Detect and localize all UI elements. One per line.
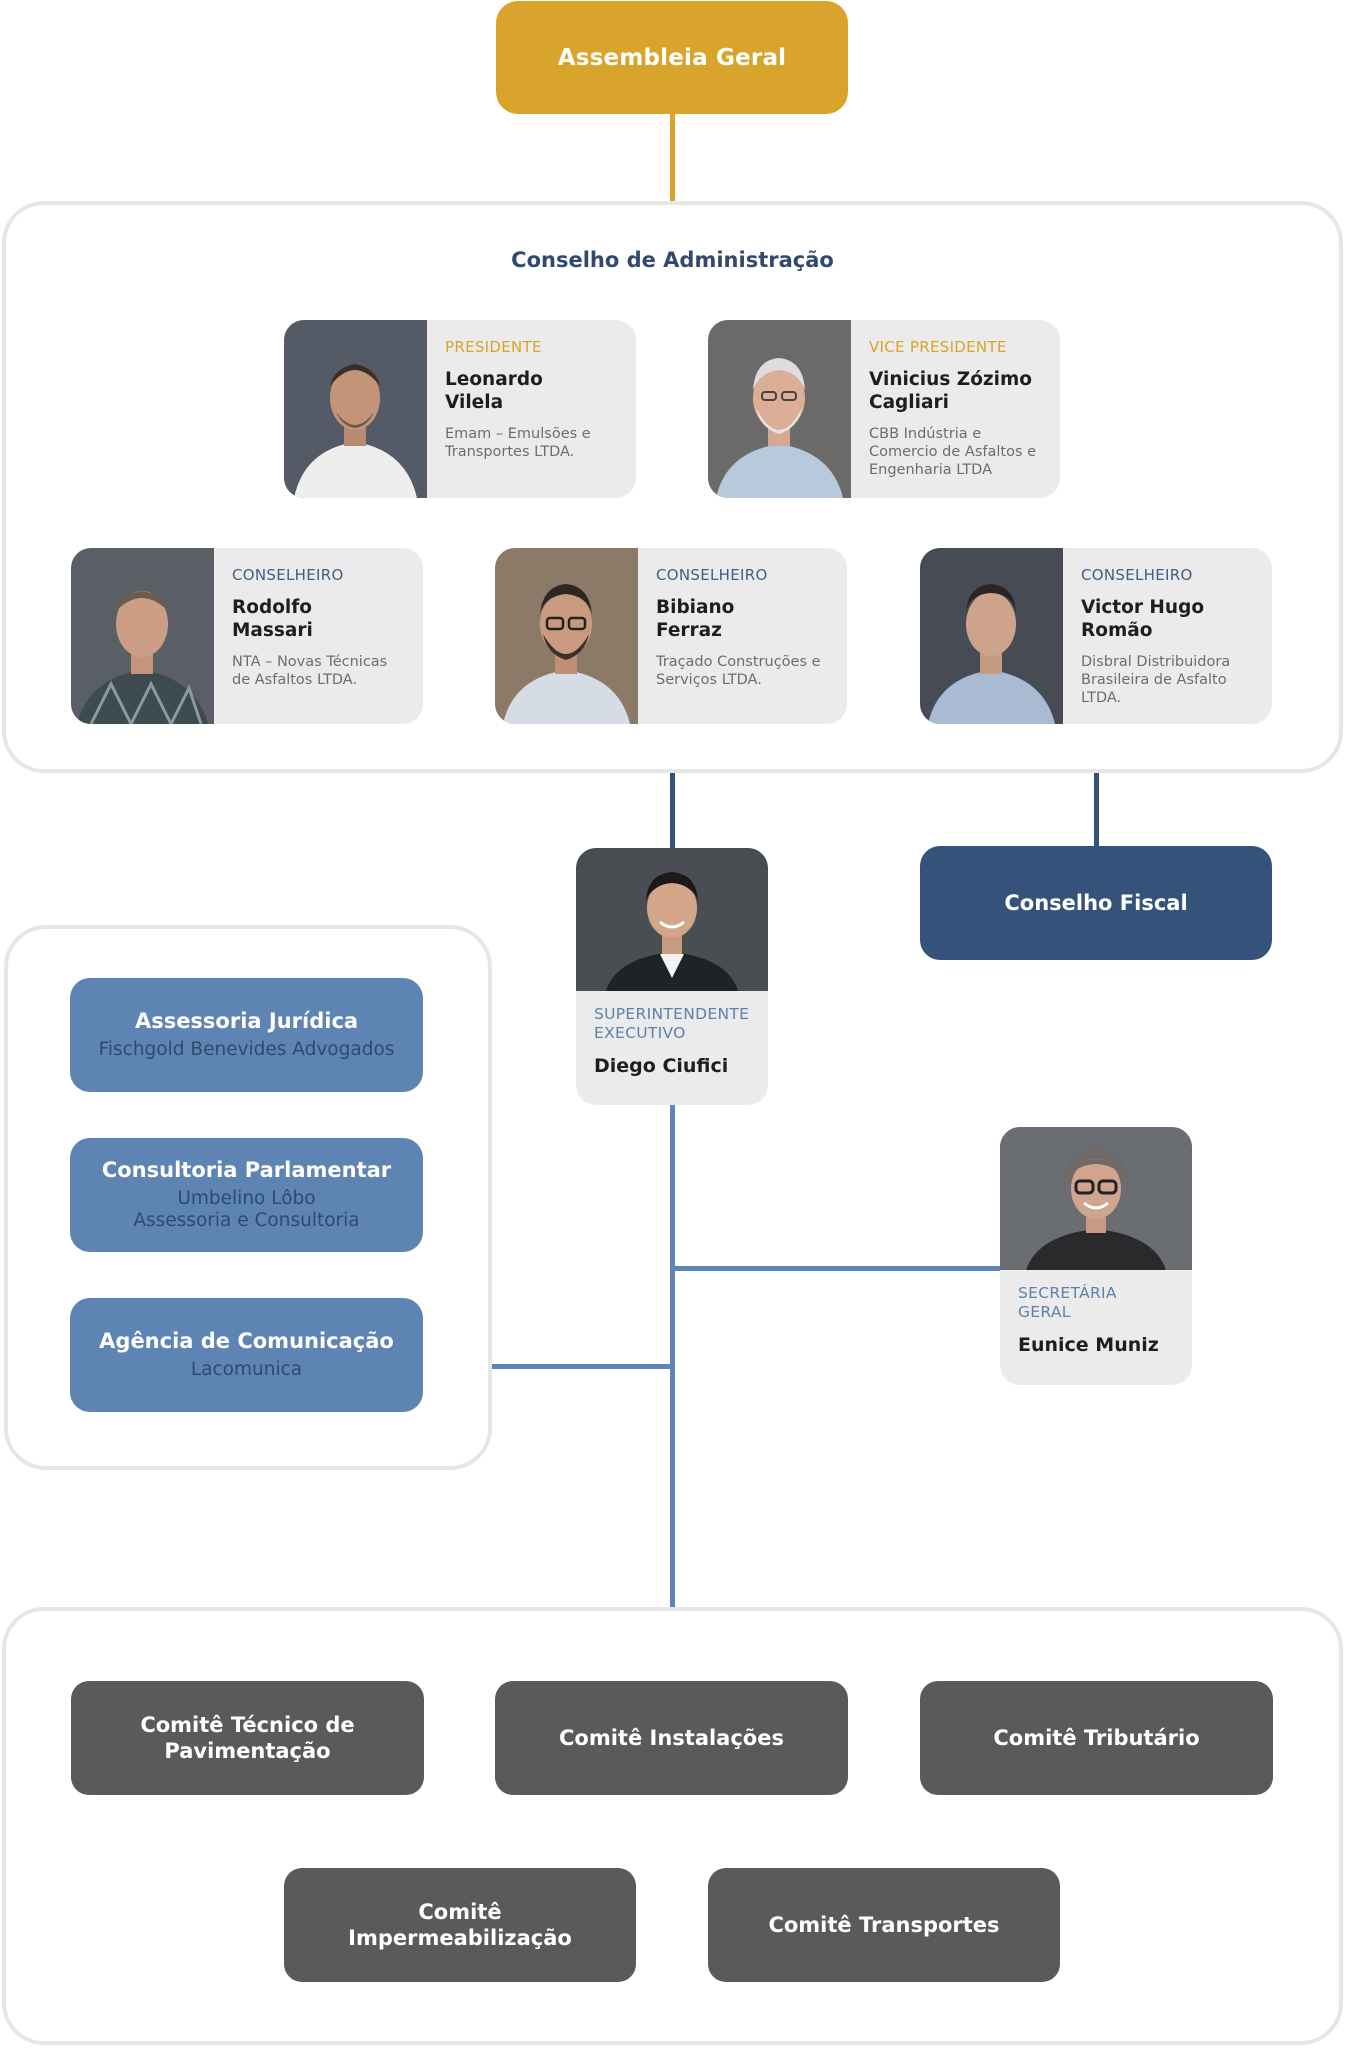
member-role: CONSELHEIRO: [656, 566, 768, 584]
committee-installations: Comitê Instalações: [495, 1681, 848, 1795]
superintendent-card: SUPERINTENDENTE EXECUTIVO Diego Ciufici: [576, 848, 768, 1105]
superintendent-name: Diego Ciufici: [594, 1055, 729, 1077]
advisor-subtitle: Umbelino Lôbo Assessoria e Consultoria: [133, 1188, 360, 1231]
advisor-parliamentary: Consultoria Parlamentar Umbelino Lôbo As…: [70, 1138, 423, 1252]
committee-paving: Comitê Técnico de Pavimentação: [71, 1681, 424, 1795]
member-company: Traçado Construções e Serviços LTDA.: [656, 654, 821, 688]
board-title: Conselho de Administração: [511, 248, 834, 272]
superintendent-role: SUPERINTENDENTE EXECUTIVO: [594, 1005, 750, 1042]
advisor-title: Agência de Comunicação: [99, 1329, 394, 1353]
member-company: CBB Indústria e Comercio de Asfaltos e E…: [869, 426, 1037, 478]
councilor-photo: [920, 548, 1063, 724]
superintendent-photo: [576, 848, 768, 991]
advisor-title: Consultoria Parlamentar: [101, 1158, 392, 1182]
board-member-card-councilor-2: CONSELHEIRO Bibiano Ferraz Traçado Const…: [495, 548, 847, 724]
member-name: Bibiano Ferraz: [656, 597, 735, 641]
board-member-card-councilor-3: CONSELHEIRO Victor Hugo Romão Disbral Di…: [920, 548, 1272, 724]
member-company: NTA – Novas Técnicas de Asfaltos LTDA.: [232, 654, 388, 688]
councilor-photo: [495, 548, 638, 724]
advisor-legal: Assessoria Jurídica Fischgold Benevides …: [70, 978, 423, 1092]
connector-board-fiscal: [1094, 773, 1099, 846]
member-role: CONSELHEIRO: [1081, 566, 1193, 584]
committee-label: Comitê Instalações: [559, 1726, 784, 1750]
connector-assembly-board: [670, 114, 675, 202]
committee-tax: Comitê Tributário: [920, 1681, 1273, 1795]
advisor-subtitle: Fischgold Benevides Advogados: [98, 1039, 395, 1060]
advisor-subtitle: Lacomunica: [190, 1359, 303, 1380]
advisor-title: Assessoria Jurídica: [134, 1009, 359, 1033]
connector-secretary: [670, 1266, 1000, 1271]
member-name: Rodolfo Massari: [232, 597, 313, 641]
committee-label: Comitê Impermeabilização: [348, 1900, 572, 1950]
president-photo: [284, 320, 427, 498]
secretary-photo: [1000, 1127, 1192, 1270]
committee-label: Comitê Técnico de Pavimentação: [140, 1713, 355, 1763]
board-member-card-president: PRESIDENTE Leonardo Vilela Emam – Emulsõ…: [284, 320, 636, 498]
committee-waterproofing: Comitê Impermeabilização: [284, 1868, 636, 1982]
connector-main-trunk: [670, 1105, 675, 1607]
member-company: Disbral Distribuidora Brasileira de Asfa…: [1081, 654, 1231, 706]
committee-transport: Comitê Transportes: [708, 1868, 1060, 1982]
secretary-role: SECRETÁRIA GERAL: [1018, 1284, 1117, 1321]
member-name: Victor Hugo Romão: [1081, 597, 1205, 641]
committees-panel: [2, 1607, 1343, 2045]
advisor-communication: Agência de Comunicação Lacomunica: [70, 1298, 423, 1412]
vice-president-photo: [708, 320, 851, 498]
member-name: Vinicius Zózimo Cagliari: [869, 369, 1032, 413]
fiscal-council-box: Conselho Fiscal: [920, 846, 1272, 960]
connector-advisors: [492, 1364, 673, 1369]
board-member-card-councilor-1: CONSELHEIRO Rodolfo Massari NTA – Novas …: [71, 548, 423, 724]
secretary-name: Eunice Muniz: [1018, 1334, 1159, 1356]
connector-board-superintendent: [670, 773, 675, 850]
member-name: Leonardo Vilela: [445, 369, 543, 413]
committee-label: Comitê Tributário: [993, 1726, 1200, 1750]
member-role: PRESIDENTE: [445, 338, 542, 356]
committee-label: Comitê Transportes: [768, 1913, 1000, 1937]
member-role: VICE PRESIDENTE: [869, 338, 1007, 356]
secretary-card: SECRETÁRIA GERAL Eunice Muniz: [1000, 1127, 1192, 1385]
general-assembly-box: Assembleia Geral: [496, 1, 848, 114]
board-member-card-vice-president: VICE PRESIDENTE Vinicius Zózimo Cagliari…: [708, 320, 1060, 498]
councilor-photo: [71, 548, 214, 724]
member-company: Emam – Emulsões e Transportes LTDA.: [445, 426, 591, 460]
member-role: CONSELHEIRO: [232, 566, 344, 584]
